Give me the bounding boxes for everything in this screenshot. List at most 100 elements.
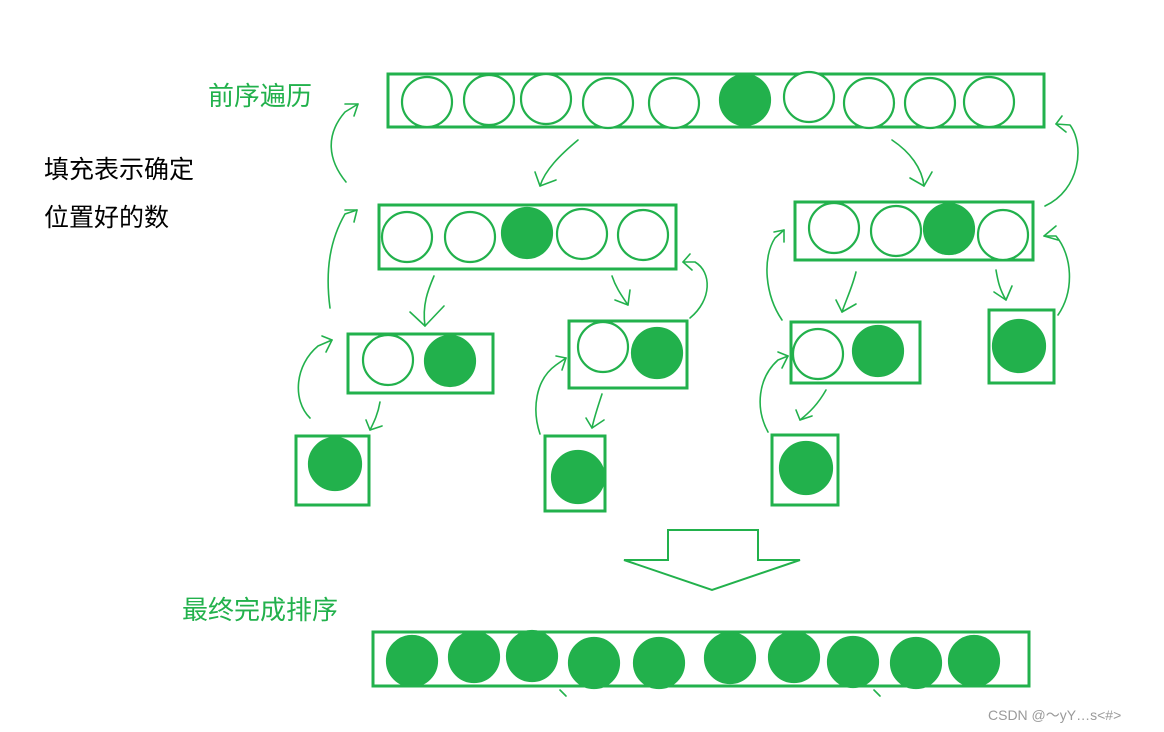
arrowhead [795, 409, 813, 421]
filled-circle [718, 73, 772, 127]
arrowhead [777, 351, 789, 369]
right-left-pair-box [789, 320, 922, 385]
filled-circle [703, 631, 757, 685]
arrowhead [1043, 225, 1059, 241]
leaf-1-box [294, 434, 371, 507]
arrow-rl-to-leaf [799, 389, 827, 421]
left-left-pair [346, 332, 495, 395]
empty-circle [519, 72, 573, 126]
arrow-root-to-left [539, 139, 579, 187]
filled-circle [889, 636, 943, 690]
left-subarray-box [377, 203, 678, 271]
arrowhead [909, 171, 933, 187]
empty-circle [462, 73, 516, 127]
empty-circle [616, 208, 670, 262]
arrow-ll-return [327, 209, 358, 309]
arrow-lr-to-leaf [591, 393, 603, 429]
arrow-left-return [330, 103, 359, 183]
array-boxes [294, 70, 1056, 690]
empty-circle [380, 210, 434, 264]
arrow-left-to-lr [611, 275, 629, 306]
arrowhead [321, 335, 333, 353]
right-subarray-box [793, 200, 1035, 262]
leaf-3-box [770, 433, 840, 507]
arrowhead [614, 289, 631, 306]
arrowhead [344, 103, 359, 117]
empty-circle [807, 201, 861, 255]
final-sorted-array-box [371, 630, 1031, 688]
empty-circle [842, 76, 896, 130]
arrowhead [1055, 115, 1067, 133]
filled-circle [550, 449, 606, 505]
arrowhead [682, 253, 693, 271]
empty-circle [903, 76, 957, 130]
filled-circle [630, 326, 684, 380]
filled-circle [567, 636, 621, 690]
leaf-1 [294, 434, 371, 507]
arrow-right-return [1044, 123, 1079, 207]
arrowhead [409, 305, 445, 327]
filled-circle [307, 436, 363, 492]
left-right-pair-box [567, 319, 689, 390]
left-left-pair-box [346, 332, 495, 395]
leaf-2 [543, 434, 607, 513]
empty-circle [791, 327, 845, 381]
filled-circle [447, 630, 501, 684]
arrowhead [365, 419, 383, 431]
recursion-arrows [297, 103, 1079, 697]
filled-circle [778, 440, 834, 496]
filled-circle [991, 318, 1047, 374]
empty-circle [782, 70, 836, 124]
filled-circle [947, 634, 1001, 688]
watermark: CSDN @～yY…s<#> [988, 707, 1122, 723]
preorder-label: 前序遍历 [208, 82, 313, 112]
arrowhead [585, 417, 605, 429]
right-subarray [793, 200, 1035, 262]
root-array [386, 70, 1046, 130]
empty-circle [400, 75, 454, 129]
arrowhead [993, 285, 1013, 301]
filled-circle [632, 636, 686, 690]
empty-circle [443, 210, 497, 264]
arrow-right-to-rr [995, 269, 1007, 301]
filled-circle [505, 629, 559, 683]
root-array-box [386, 72, 1046, 129]
empty-circle [976, 208, 1030, 262]
arrow-root-to-right [891, 139, 925, 187]
right-right-single-box [987, 308, 1056, 385]
arrow-leaf3-return [759, 355, 789, 433]
arrow-lr-return [682, 261, 708, 319]
arrowhead [555, 355, 567, 371]
tick-mark [873, 689, 881, 697]
arrow-left-to-ll [423, 275, 435, 327]
leaf-2-box [543, 434, 607, 513]
arrowhead [534, 171, 557, 187]
left-subarray [377, 203, 678, 271]
arrowhead [835, 299, 857, 313]
filled-circle [826, 635, 880, 689]
tick-mark [559, 689, 567, 697]
arrow-leaf1-return [297, 339, 333, 419]
empty-circle [576, 320, 630, 374]
final-sorted-label: 最终完成排序 [182, 596, 339, 626]
right-left-pair [789, 320, 922, 385]
arrow-leaf2-return [535, 357, 567, 435]
leaf-3 [770, 433, 840, 507]
final-sorted-array [371, 629, 1031, 690]
filled-circle [851, 324, 905, 378]
down-arrow-icon [623, 529, 801, 592]
arrow-rl-return [766, 229, 785, 321]
note-line-2: 位置好的数 [44, 203, 170, 232]
arrow-ll-to-leaf [369, 401, 381, 431]
arrowhead [344, 209, 358, 223]
filled-circle [500, 206, 554, 260]
arrow-rr-return [1043, 235, 1071, 316]
empty-circle [869, 204, 923, 258]
filled-circle [423, 334, 477, 388]
empty-circle [555, 207, 609, 261]
empty-circle [647, 76, 701, 130]
arrow-right-to-rl [841, 271, 857, 313]
filled-circle [385, 634, 439, 688]
filled-circle [922, 202, 976, 256]
